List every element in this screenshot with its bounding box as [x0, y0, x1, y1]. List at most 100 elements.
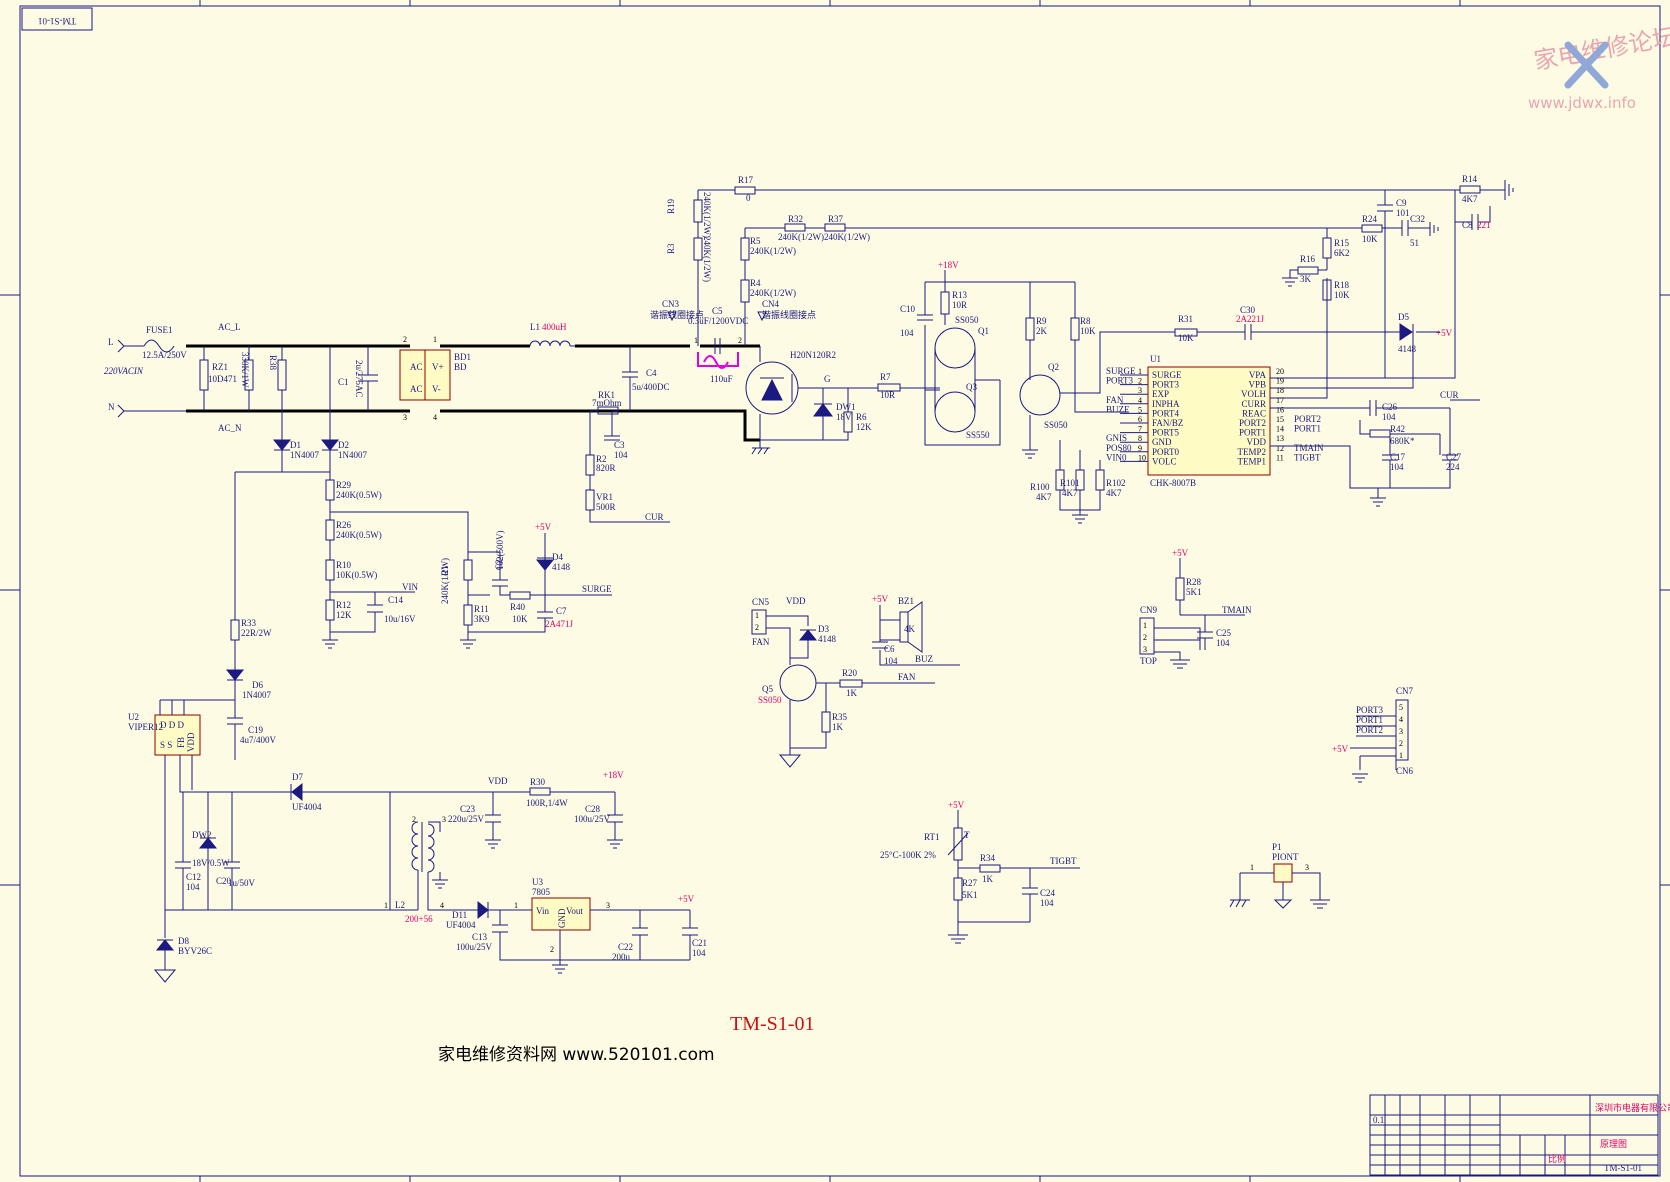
r27-ref: R27: [962, 878, 978, 888]
l2-ref: L2: [395, 900, 405, 910]
corner-label-box: [21, 7, 93, 31]
u1-pin-right-num-4: 17: [1276, 396, 1284, 405]
u1-pins: SURGE1SURGEPORT32PORT3EXP3INPHA4FANPORT4…: [1106, 366, 1324, 466]
svg-text:1: 1: [1399, 751, 1403, 760]
r17-value: 0: [746, 193, 751, 203]
d2-value: 1N4007: [338, 450, 367, 460]
d4-ref: D4: [552, 552, 563, 562]
d5-ref: D5: [1398, 312, 1409, 322]
r33-value: 22R/2W: [241, 628, 272, 638]
r15-ref: R15: [1334, 238, 1350, 248]
bz1-value: 4K: [904, 624, 916, 634]
r30-ref: R30: [530, 777, 546, 787]
svg-text:V+: V+: [432, 362, 444, 372]
r34-value: 1K: [982, 874, 994, 884]
svg-text:3: 3: [1143, 645, 1147, 654]
rz1-value: 10D471: [208, 374, 237, 384]
u1-net-right-7: PORT1: [1294, 424, 1321, 434]
r24-ref: R24: [1362, 214, 1378, 224]
u1-pin-left-4: INPHA: [1152, 399, 1180, 409]
c7-ref: C7: [556, 606, 567, 616]
u1-ref: U1: [1150, 354, 1161, 364]
r102-value: 4K7: [1106, 488, 1122, 498]
vr1-value: 500R: [596, 502, 616, 512]
c28-ref: C28: [585, 804, 601, 814]
cn4-value: 谐振线圈接点: [762, 309, 816, 320]
u1-pin-left-5: PORT4: [1152, 408, 1179, 418]
svg-text:1: 1: [514, 901, 518, 910]
r26-ref: R26: [336, 520, 352, 530]
u1-net-right-6: PORT2: [1294, 414, 1321, 424]
u1-pin-left-9: PORT0: [1152, 447, 1179, 457]
u1-pin-right-num-2: 19: [1276, 377, 1284, 386]
d1-ref: D1: [290, 440, 301, 450]
r101-ref: R101: [1060, 478, 1080, 488]
u1-pin-right-num-5: 16: [1276, 405, 1284, 414]
r13-ref: R13: [952, 290, 968, 300]
fan-driver: 12 CN5 FAN VDD D3 4148 Q5 SS050 R20 1K F…: [751, 596, 935, 768]
u1-pin-left-10: VOLC: [1152, 456, 1177, 466]
r6-ref: R6: [856, 412, 867, 422]
c3-value: 104: [614, 450, 628, 460]
r13-value: 10R: [952, 300, 967, 310]
c14-value: 10u/16V: [384, 614, 416, 624]
rz1-ref: RZ1: [212, 362, 228, 372]
r5-ref: R5: [750, 236, 761, 246]
c30-ref: C30: [1240, 305, 1256, 315]
r33-ref: R33: [241, 618, 257, 628]
c20-ref: C20: [216, 876, 232, 886]
svg-text:1: 1: [433, 335, 437, 344]
u1-net-left-9: POS80: [1106, 443, 1132, 453]
svg-text:3: 3: [606, 901, 610, 910]
r8-ref: R8: [1080, 316, 1091, 326]
u1-pin-right-3: VOLH: [1241, 389, 1266, 399]
buzzer: +5V BZ1 4K C6 104 BUZ: [872, 594, 960, 666]
reg-plus5: +5V: [678, 894, 695, 904]
c10-value: 104: [900, 328, 914, 338]
svg-text:4: 4: [433, 413, 437, 422]
r10-value: 10K(0.5W): [336, 570, 377, 580]
surge-net: SURGE: [582, 584, 612, 594]
r12-value: 12K: [336, 610, 352, 620]
vdd-net-fan: VDD: [786, 596, 806, 606]
u1-pin-right-5: REAC: [1242, 408, 1266, 418]
r32-ref: R32: [788, 214, 803, 224]
svg-text:D D D: D D D: [160, 720, 184, 730]
coil-value: 110uF: [710, 374, 733, 384]
r18-value: 10K: [1334, 290, 1350, 300]
r2-value: 820R: [596, 463, 616, 473]
u1-pin-right-num-10: 11: [1276, 453, 1284, 462]
c26-value: 104: [1382, 412, 1396, 422]
u1-net-right-9: TMAIN: [1294, 443, 1324, 453]
title-rev: 0.1: [1373, 1115, 1384, 1125]
gate-drive: DW1 18V R6 12K R7 10R: [760, 372, 940, 441]
cn7-plus5: +5V: [1332, 744, 1349, 754]
u3-gnd: GND: [557, 908, 567, 928]
vdd-net-aux: VDD: [488, 776, 508, 786]
u1-pin-right-num-9: 12: [1276, 444, 1284, 453]
c24-value: 104: [1040, 898, 1054, 908]
vin-net: VIN: [402, 582, 418, 592]
title-number: TM-S1-01: [1604, 1163, 1642, 1173]
d8-value: BYV26C: [178, 946, 212, 956]
r9-ref: R9: [1036, 316, 1047, 326]
u1-net-left-8: GNIS: [1106, 433, 1127, 443]
r8-value: 10K: [1080, 326, 1096, 336]
svg-text:AC: AC: [410, 362, 423, 372]
u1-pin-right-7: PORT1: [1239, 428, 1266, 438]
top-right-network: R14 4K7 C9 101 C8 221 R24 10K C32 51 R15…: [1270, 174, 1514, 399]
u1-pin-left-num-10: 10: [1138, 453, 1146, 462]
r10-ref: R10: [336, 560, 352, 570]
svg-text:4: 4: [1399, 715, 1403, 724]
r37-ref: R37: [828, 214, 844, 224]
svg-text:3: 3: [1399, 727, 1403, 736]
r11-ref: R11: [474, 604, 489, 614]
u1-pin-right-num-6: 15: [1276, 415, 1284, 424]
u1-pin-left-num-9: 9: [1138, 444, 1142, 453]
c21-ref: C21: [692, 938, 707, 948]
c13-ref: C13: [472, 932, 488, 942]
tigbt-net: TIGBT: [1050, 856, 1077, 866]
r40-value: 10K: [512, 614, 528, 624]
